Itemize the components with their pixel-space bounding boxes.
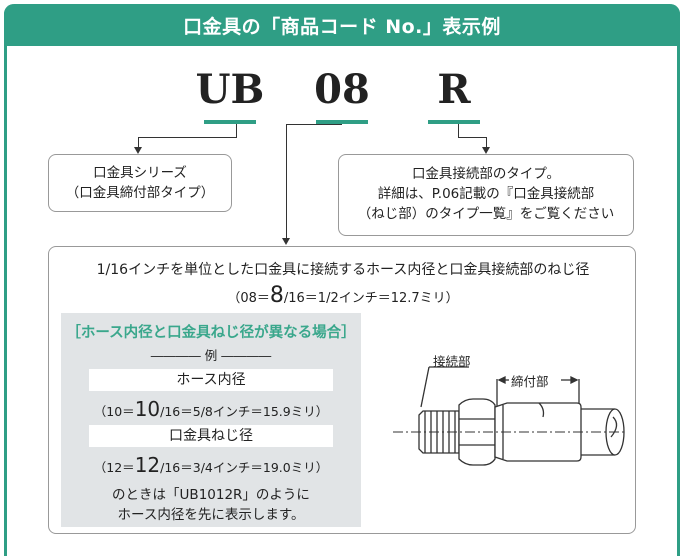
- connector-line: [486, 137, 487, 149]
- code-series: UB: [195, 66, 265, 113]
- code-joint-underline: [428, 120, 480, 124]
- arrow-icon: [482, 147, 490, 154]
- hose-prefix: （10＝: [93, 404, 135, 419]
- note-line-2: ホース内径を先に表示します。: [117, 507, 305, 523]
- note-line-1: のときは「UB1012R」のように: [112, 487, 310, 503]
- thread-number: 12: [134, 453, 161, 477]
- formula-suffix: /16＝1/2インチ＝12.7ミリ）: [283, 291, 459, 306]
- explanation-box: 1/16インチを単位とした口金具に接続するホース内径と口金具接続部のねじ径 （0…: [48, 246, 636, 534]
- arrow-icon: [134, 147, 142, 154]
- thread-prefix: （12＝: [93, 460, 135, 475]
- code-series-underline: [204, 120, 256, 124]
- connector-line: [286, 124, 342, 125]
- arrow-icon: [282, 238, 290, 245]
- clamp-part-label: 締付部: [509, 371, 551, 390]
- hose-diameter-label: ホース内径: [89, 369, 333, 391]
- series-box: 口金具シリーズ （口金具締付部タイプ）: [48, 154, 232, 212]
- size-description: 1/16インチを単位とした口金具に接続するホース内径と口金具接続部のねじ径: [96, 262, 590, 278]
- series-line-1: 口金具シリーズ: [93, 165, 187, 181]
- joint-part-label: 接続部: [433, 354, 471, 369]
- joint-line-3: （ねじ部）のタイプ一覧』をご覧ください: [357, 206, 615, 222]
- hose-fitting-icon: [393, 366, 627, 466]
- thread-diameter-label: 口金具ねじ径: [89, 425, 333, 447]
- formula-prefix: （08＝: [227, 291, 270, 306]
- joint-type-box: 口金具接続部のタイプ。 詳細は、P.06記載の『口金具接続部 （ねじ部）のタイプ…: [338, 154, 634, 236]
- connector-line: [138, 137, 237, 138]
- connector-line: [458, 137, 487, 138]
- example-note: のときは「UB1012R」のように ホース内径を先に表示します。: [61, 485, 361, 525]
- code-joint-type: R: [437, 66, 471, 113]
- hose-suffix: /16＝5/8インチ＝15.9ミリ）: [160, 404, 329, 419]
- series-line-2: （口金具締付部タイプ）: [65, 185, 215, 201]
- formula-number: 8: [269, 283, 284, 308]
- page-title: 口金具の「商品コード No.」表示例: [4, 4, 680, 46]
- code-size: 08: [314, 66, 370, 113]
- size-formula: （08＝8/16＝1/2インチ＝12.7ミリ）: [49, 283, 637, 308]
- joint-line-1: 口金具接続部のタイプ。: [411, 166, 561, 182]
- connector-line: [458, 124, 459, 138]
- hose-diameter-formula: （10＝10/16＝5/8インチ＝15.9ミリ）: [61, 397, 361, 421]
- thread-suffix: /16＝3/4インチ＝19.0ミリ）: [160, 460, 329, 475]
- example-panel: ［ホース内径と口金具ねじ径が異なる場合］ ―――― 例 ―――― ホース内径 （…: [61, 313, 361, 527]
- connector-line: [236, 124, 237, 138]
- code-size-underline: [316, 120, 368, 124]
- joint-line-2: 詳細は、P.06記載の『口金具接続部: [377, 186, 595, 202]
- example-title: ［ホース内径と口金具ねじ径が異なる場合］: [66, 325, 356, 341]
- connector-line: [286, 124, 287, 241]
- connector-line: [138, 137, 139, 149]
- thread-diameter-formula: （12＝12/16＝3/4インチ＝19.0ミリ）: [61, 453, 361, 477]
- hose-number: 10: [134, 397, 161, 421]
- example-label: ―――― 例 ――――: [150, 348, 272, 363]
